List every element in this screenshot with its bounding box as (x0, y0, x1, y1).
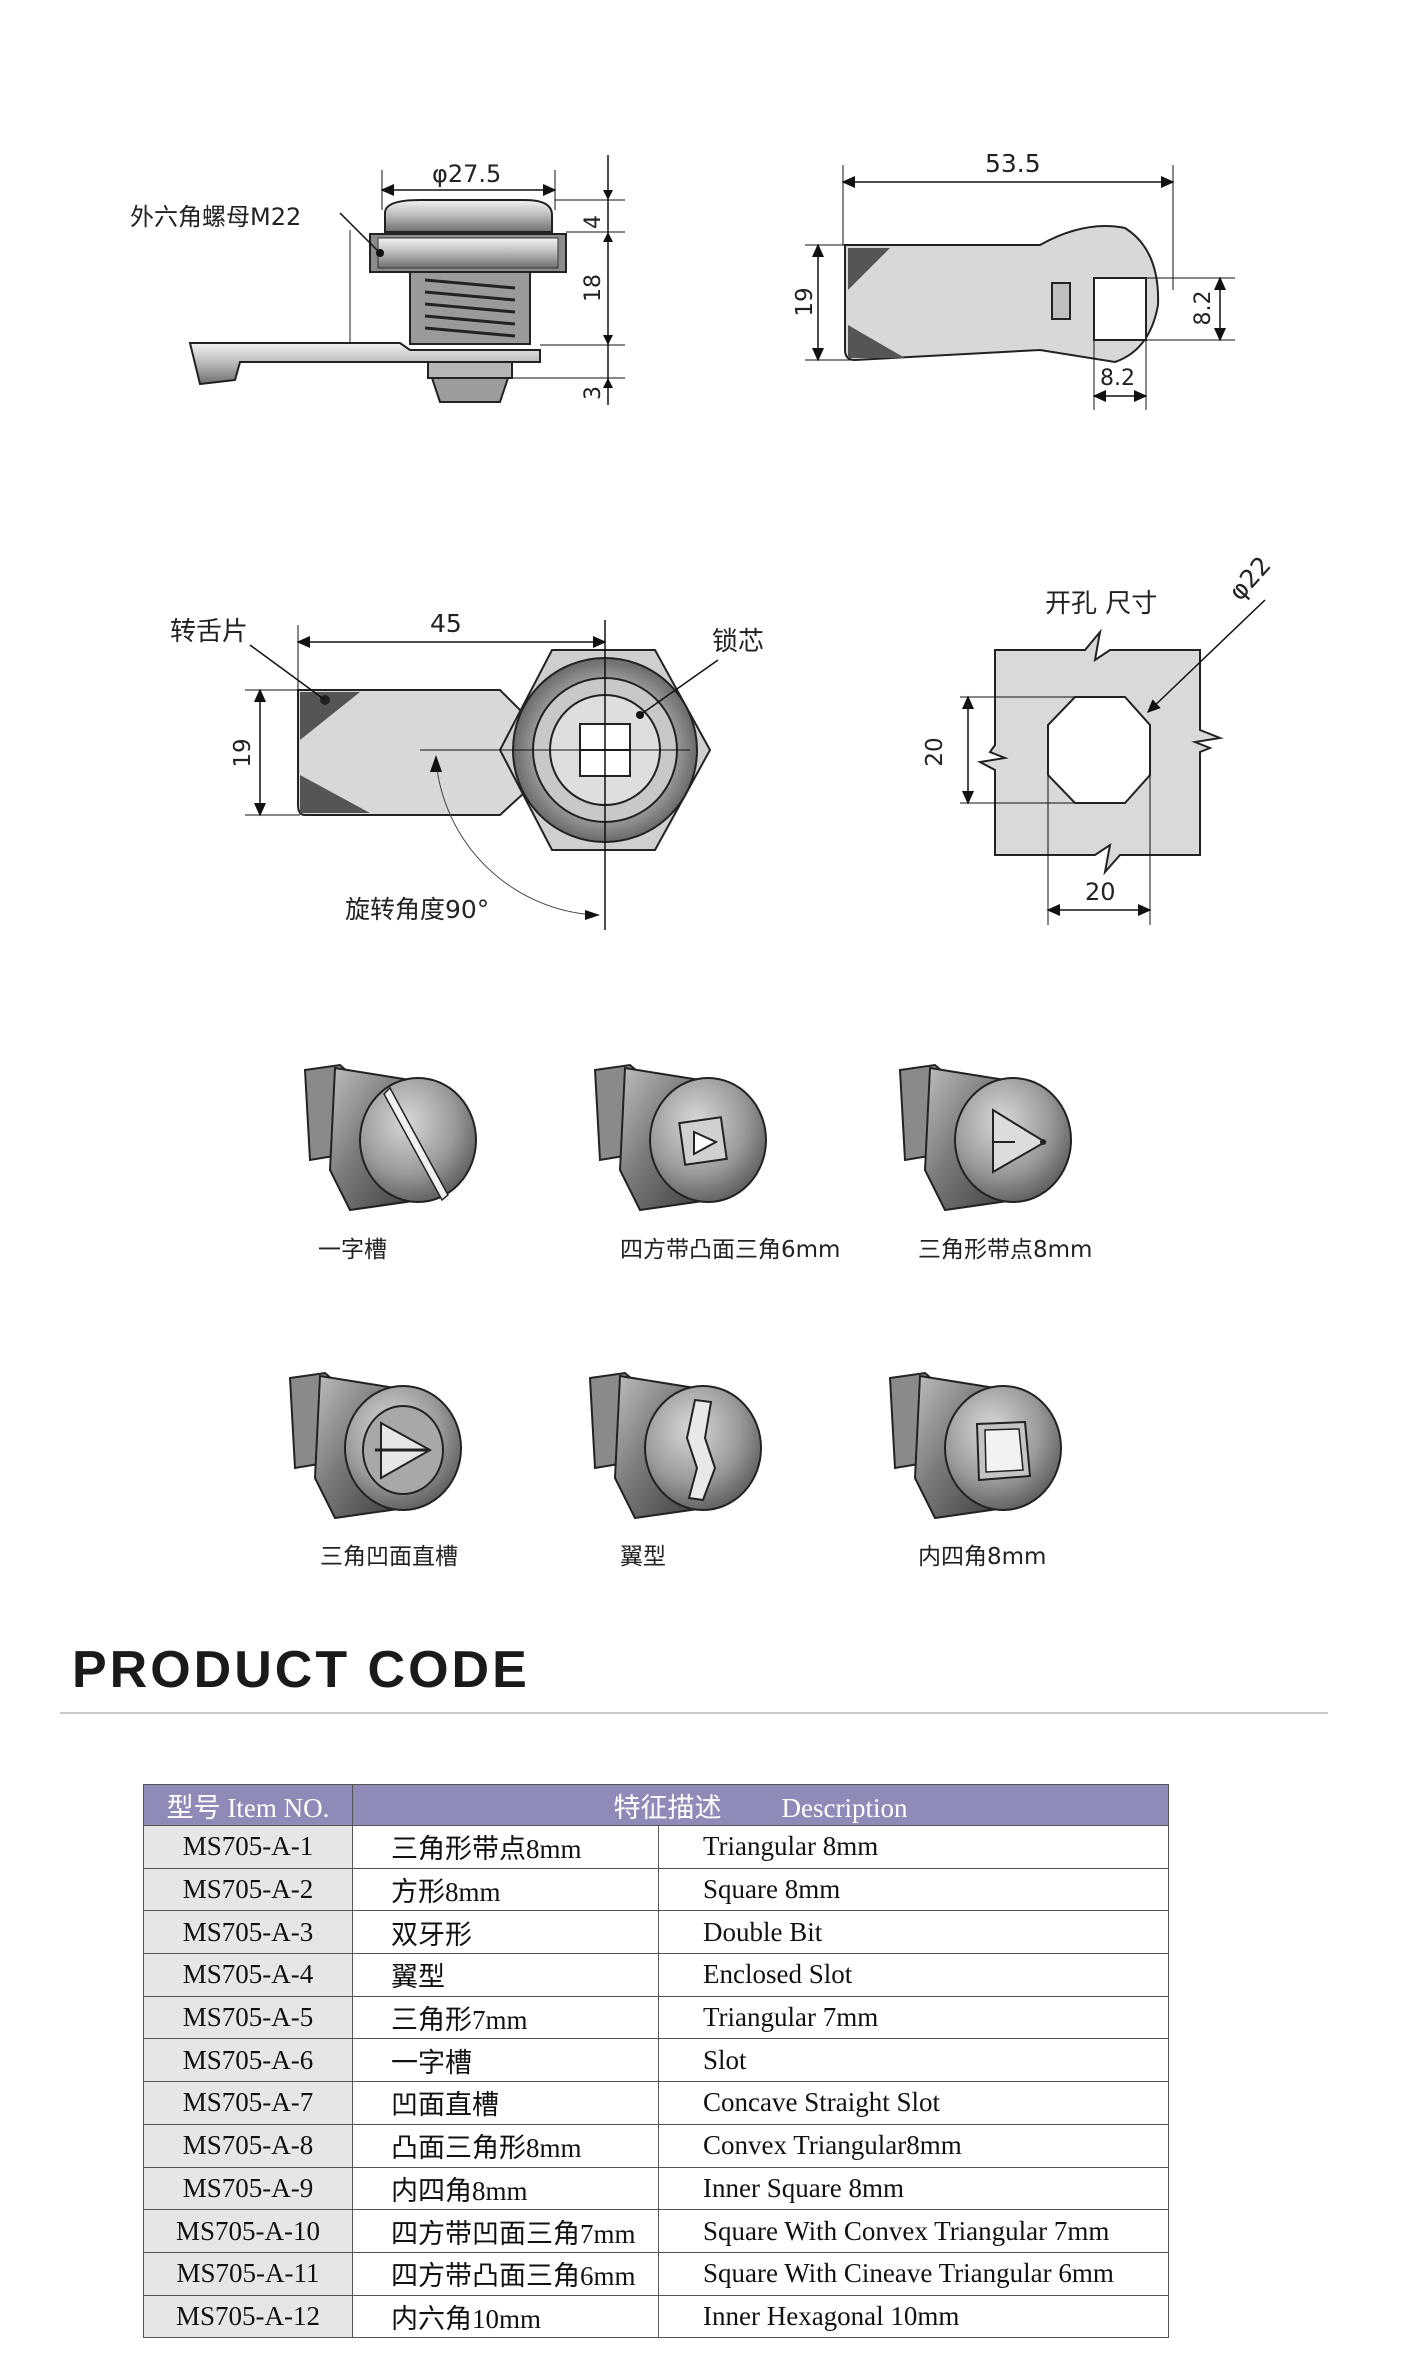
desc-cn: 双牙形 (352, 1910, 659, 1955)
desc-en: Square With Convex Triangular 7mm (658, 2209, 1169, 2253)
svg-text:20: 20 (922, 737, 948, 766)
variant-label: 一字槽 (318, 1237, 387, 1263)
desc-cn: 四方带凸面三角6mm (352, 2251, 659, 2296)
svg-text:20: 20 (1085, 878, 1116, 906)
desc-en: Concave Straight Slot (658, 2081, 1169, 2125)
technical-drawings: φ27.5 外六角螺母M22 4 18 3 53.5 19 8.2 8.2 (130, 149, 1277, 1520)
diameter-dim: φ27.5 (432, 160, 501, 188)
svg-text:3: 3 (581, 386, 606, 400)
square-convex-triangle-cylinder-icon (593, 1063, 767, 1212)
desc-cn: 翼型 (352, 1953, 659, 1997)
desc-cn: 三角形带点8mm (352, 1825, 659, 1869)
item-no: MS705-A-1 (143, 1825, 353, 1869)
front-view-drawing: 45 19 转舌片 锁芯 旋转角度90° (170, 609, 764, 930)
tongue-drawing: 53.5 19 8.2 8.2 (792, 149, 1235, 410)
variant-label: 三角凹面直槽 (320, 1544, 458, 1570)
svg-text:45: 45 (430, 609, 462, 638)
svg-text:53.5: 53.5 (985, 149, 1041, 178)
svg-text:8.2: 8.2 (1191, 291, 1216, 326)
desc-en: Square With Cineave Triangular 6mm (658, 2251, 1169, 2296)
desc-cn: 内六角10mm (352, 2294, 659, 2339)
side-view-drawing: φ27.5 外六角螺母M22 4 18 3 (130, 155, 625, 405)
item-no: MS705-A-8 (143, 2123, 353, 2168)
header-desc-en: Description (781, 1792, 908, 1823)
svg-text:19: 19 (230, 738, 256, 767)
svg-text:8.2: 8.2 (1100, 366, 1135, 391)
rotation-label: 旋转角度90° (345, 895, 489, 924)
variant-label: 四方带凸面三角6mm (620, 1237, 841, 1263)
inner-square-cylinder-icon (888, 1371, 1062, 1520)
desc-en: Square 8mm (658, 1867, 1169, 1912)
item-no: MS705-A-3 (143, 1910, 353, 1955)
variant-label: 翼型 (620, 1544, 666, 1570)
desc-cn: 三角形7mm (352, 1995, 659, 2040)
core-label: 锁芯 (712, 627, 764, 657)
slot-cylinder-icon (303, 1063, 477, 1212)
item-no: MS705-A-9 (143, 2166, 353, 2211)
item-no: MS705-A-4 (143, 1953, 353, 1997)
table-header-row: 型号 Item NO. 特征描述 Description (143, 1784, 1169, 1826)
desc-en: Double Bit (658, 1910, 1169, 1955)
desc-en: Triangular 7mm (658, 1995, 1169, 2040)
header-desc-cn: 特征描述 (613, 1792, 722, 1823)
desc-en: Enclosed Slot (658, 1953, 1169, 1997)
svg-text:4: 4 (581, 215, 606, 229)
desc-cn: 方形8mm (352, 1867, 659, 1912)
desc-cn: 内四角8mm (352, 2166, 659, 2211)
section-title: PRODUCT CODE (72, 1641, 530, 1699)
desc-en: Inner Hexagonal 10mm (658, 2294, 1169, 2339)
svg-text:φ22: φ22 (1223, 551, 1277, 606)
title-divider (60, 1712, 1328, 1714)
item-no: MS705-A-11 (143, 2251, 353, 2296)
desc-en: Inner Square 8mm (658, 2166, 1169, 2211)
desc-cn: 四方带凹面三角7mm (352, 2209, 659, 2253)
item-no: MS705-A-10 (143, 2209, 353, 2253)
header-item-no: 型号 Item NO. (143, 1784, 353, 1826)
desc-cn: 一字槽 (352, 2038, 659, 2083)
variant-label: 三角形带点8mm (918, 1237, 1093, 1263)
variant-label: 内四角8mm (918, 1544, 1047, 1570)
wing-cylinder-icon (588, 1371, 762, 1520)
desc-en: Slot (658, 2038, 1169, 2083)
tongue-label: 转舌片 (170, 617, 248, 647)
header-description: 特征描述 Description (352, 1784, 1169, 1826)
desc-en: Convex Triangular8mm (658, 2123, 1169, 2168)
item-no: MS705-A-2 (143, 1867, 353, 1912)
item-no: MS705-A-5 (143, 1995, 353, 2040)
desc-cn: 凸面三角形8mm (352, 2123, 659, 2168)
triangle-dot-cylinder-icon (898, 1063, 1072, 1212)
item-no: MS705-A-12 (143, 2294, 353, 2339)
svg-text:18: 18 (581, 274, 606, 302)
item-no: MS705-A-7 (143, 2081, 353, 2125)
svg-text:19: 19 (792, 287, 818, 316)
desc-cn: 凹面直槽 (352, 2081, 659, 2125)
triangle-concave-slot-cylinder-icon (288, 1371, 462, 1520)
item-no: MS705-A-6 (143, 2038, 353, 2083)
cutout-drawing: 开孔 尺寸 φ22 20 20 (922, 551, 1277, 925)
desc-en: Triangular 8mm (658, 1825, 1169, 1869)
nut-label: 外六角螺母M22 (130, 203, 301, 231)
cutout-title: 开孔 尺寸 (1045, 589, 1157, 619)
